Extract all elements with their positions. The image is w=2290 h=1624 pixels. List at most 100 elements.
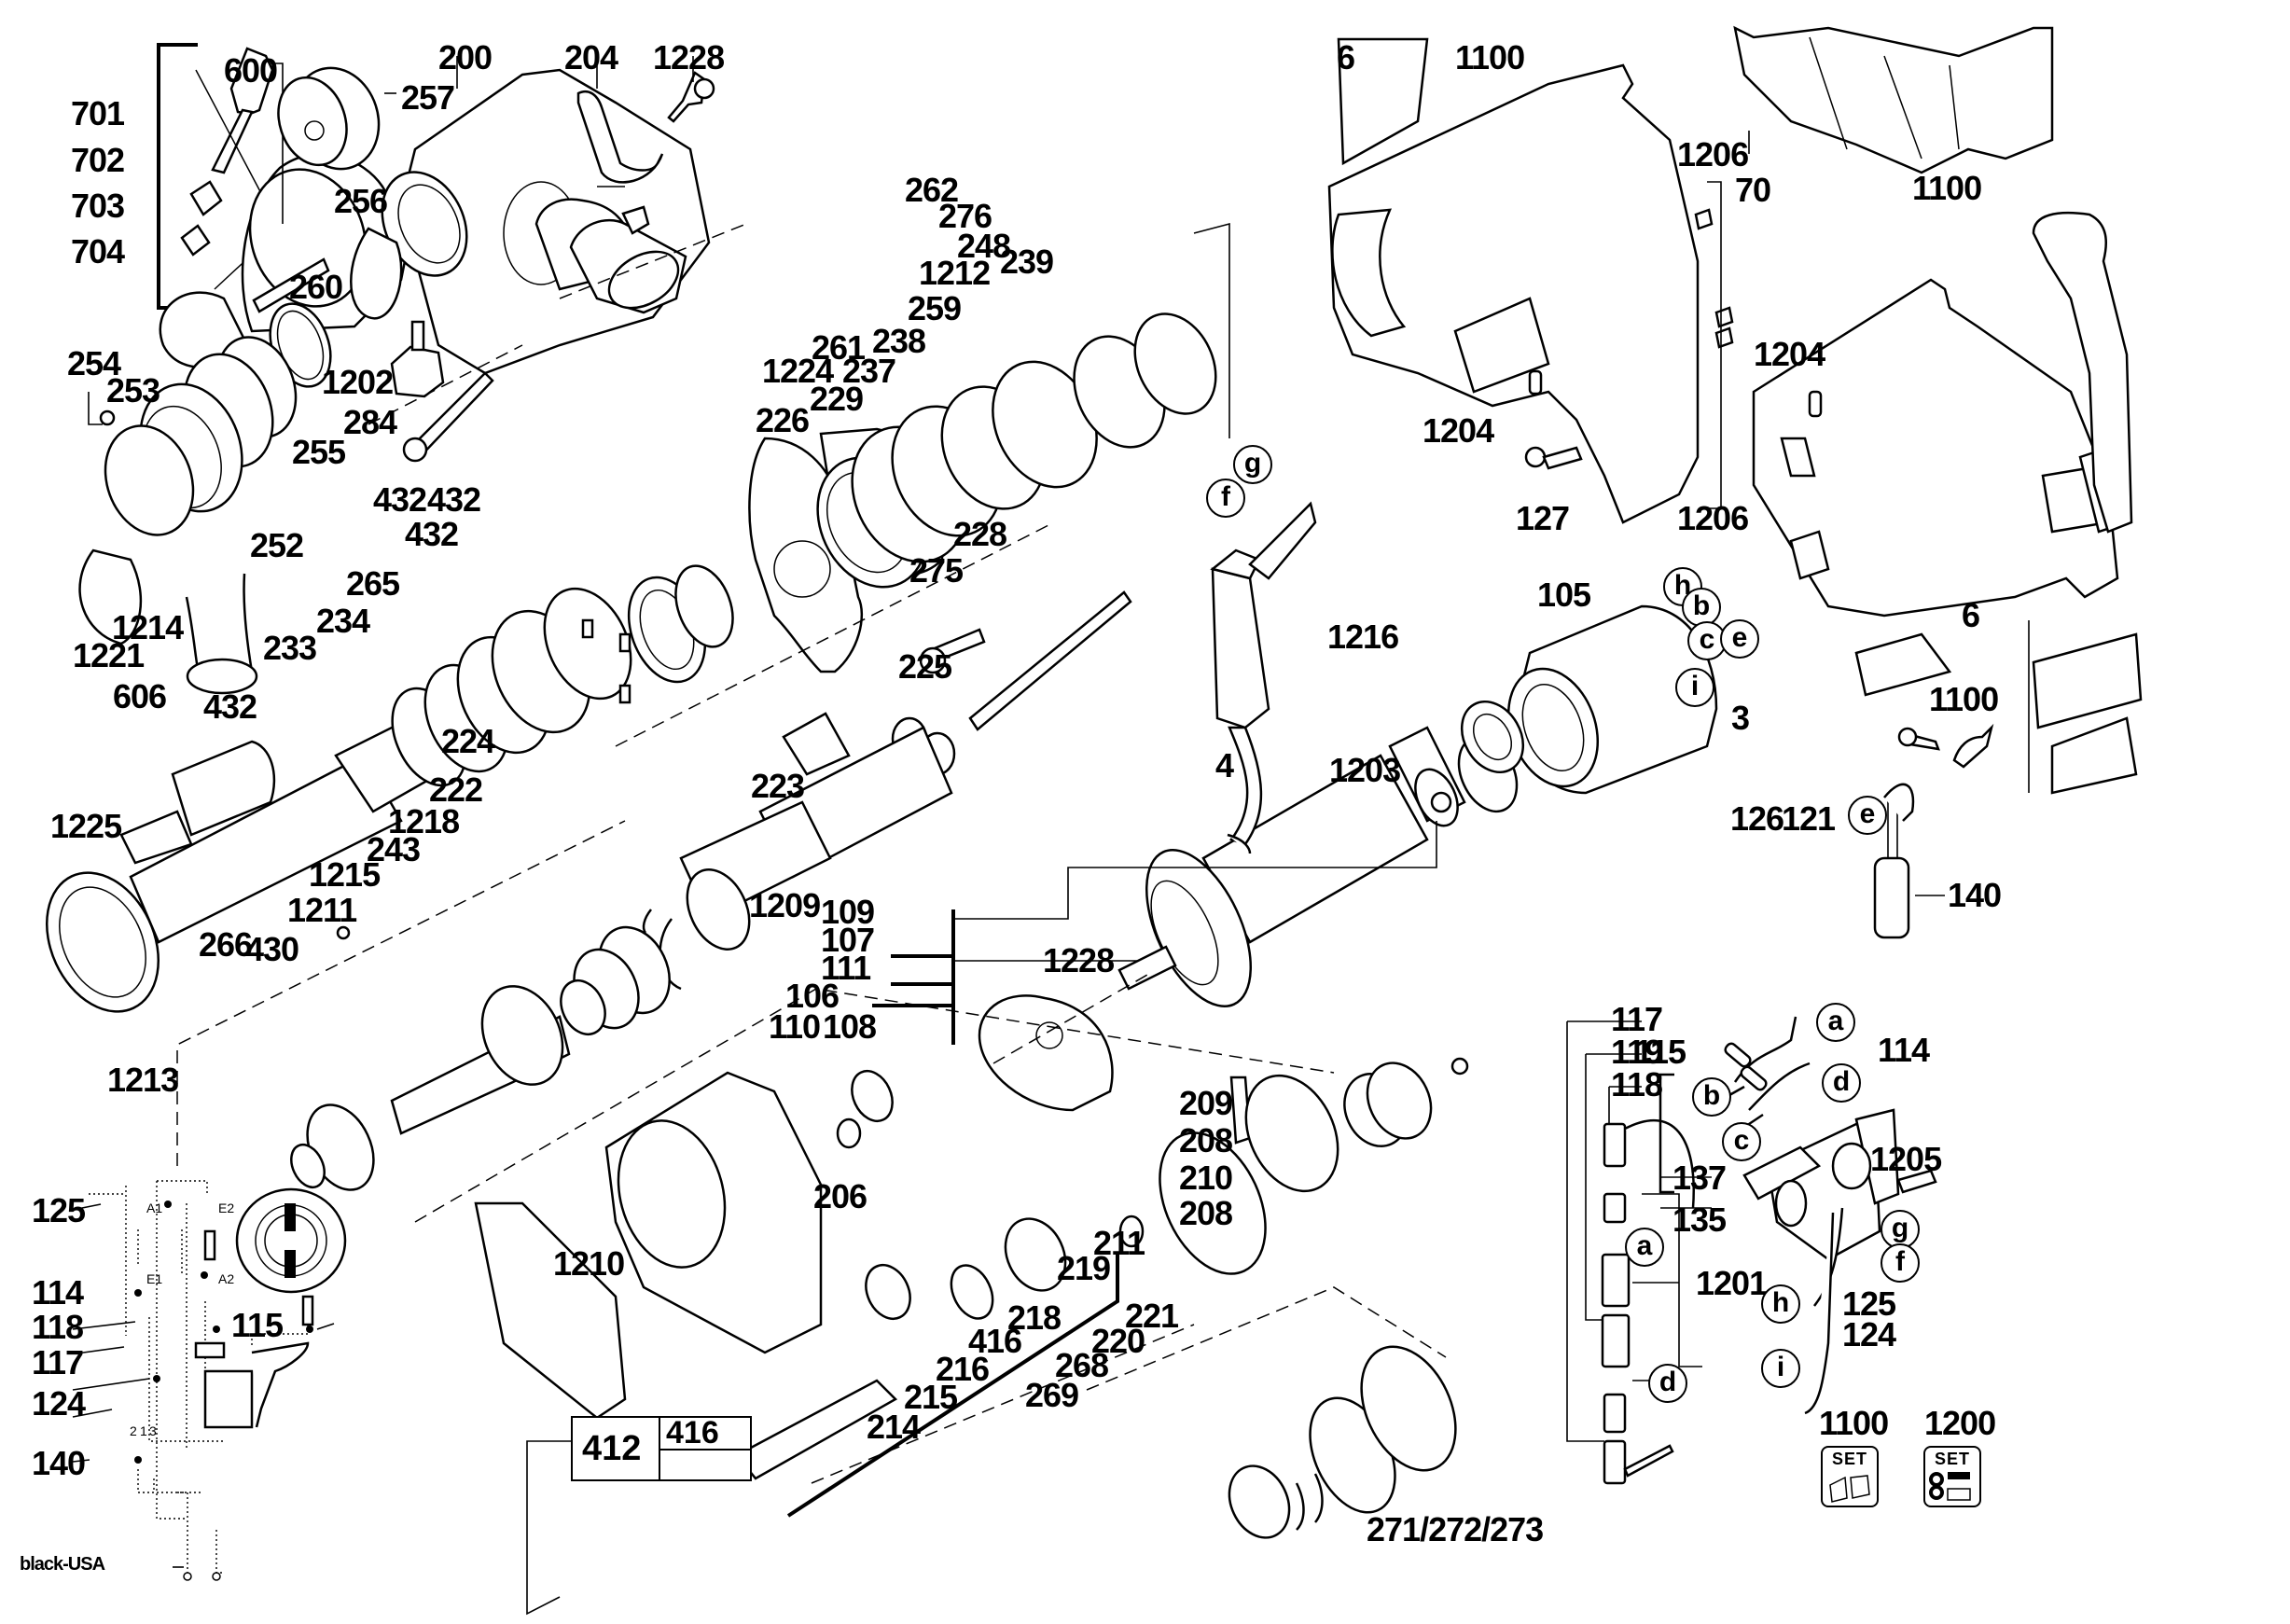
part-label-416: 416	[968, 1322, 1022, 1360]
part-label-704: 704	[71, 232, 125, 271]
wire-marker-i-coil: i	[1675, 668, 1714, 707]
wiring-label-114: 114	[32, 1273, 84, 1312]
mode-selector-knob	[534, 186, 687, 314]
part-label-140-capacitor: 140	[1948, 876, 2002, 914]
trigger-switch-assembly	[1659, 1016, 1937, 1415]
motor-housing-half	[1327, 37, 1734, 524]
part-label-268: 268	[1055, 1346, 1109, 1384]
part-label-229: 229	[810, 380, 864, 418]
part-label-137: 137	[1672, 1159, 1727, 1197]
part-label-108: 108	[823, 1007, 877, 1046]
part-label-210: 210	[1179, 1159, 1233, 1197]
black-usa-note: black-USA	[20, 1554, 105, 1575]
part-label-1218: 1218	[388, 802, 460, 840]
chuck-knob	[277, 66, 396, 171]
part-label-216: 216	[936, 1350, 990, 1388]
part-label-233: 233	[263, 629, 317, 667]
part-label-206: 206	[813, 1177, 867, 1215]
retaining-ring-256	[350, 227, 403, 320]
part-label-127: 127	[1516, 499, 1570, 537]
striker-assembly	[176, 820, 682, 1191]
part-label-223: 223	[751, 767, 805, 805]
part-label-1201: 1201	[1696, 1264, 1768, 1302]
part-label-208-a: 208	[1179, 1121, 1233, 1159]
pin-228	[968, 590, 1132, 731]
part-label-265: 265	[346, 564, 400, 603]
wire-marker-d-brush: d	[1648, 1364, 1687, 1403]
part-label-269: 269	[1025, 1376, 1079, 1414]
set-label-1100: 1100	[1819, 1404, 1889, 1442]
part-label-1210: 1210	[553, 1244, 625, 1283]
wire-marker-e-coil: e	[1720, 619, 1759, 659]
field-coil	[1506, 604, 1718, 795]
part-label-126: 126	[1730, 799, 1784, 838]
part-label-6-right: 6	[1962, 596, 1980, 634]
part-label-124-switch: 124	[1842, 1315, 1896, 1353]
intermediate-shaft	[735, 1057, 1469, 1539]
part-label-237: 237	[842, 352, 896, 390]
part-label-1205: 1205	[1870, 1140, 1942, 1178]
part-label-702: 702	[71, 141, 125, 179]
terminal-e1: E1	[146, 1271, 163, 1286]
part-label-1206-top: 1206	[1677, 135, 1749, 174]
housing-set-icon: SET	[1821, 1446, 1879, 1507]
wire-marker-g-cord: g	[1233, 445, 1272, 484]
wiring-label-124: 124	[32, 1384, 86, 1423]
part-label-262: 262	[905, 171, 959, 209]
part-label-234: 234	[316, 602, 370, 640]
part-label-105: 105	[1537, 576, 1591, 614]
wire-marker-f-cord: f	[1206, 479, 1245, 518]
part-label-257: 257	[401, 78, 455, 117]
part-label-256: 256	[334, 182, 388, 220]
part-label-106: 106	[785, 977, 840, 1015]
terminal-1: 1	[140, 1423, 147, 1438]
part-label-1214: 1214	[112, 608, 184, 646]
wire-marker-e-capacitor: e	[1848, 796, 1887, 835]
part-label-432-a: 432	[373, 480, 427, 519]
part-label-1211: 1211	[287, 891, 357, 929]
part-label-432-b: 432	[427, 480, 481, 519]
armature-assembly	[872, 726, 1519, 1045]
screw-set-icon: SET	[1923, 1446, 1981, 1507]
wiring-label-140: 140	[32, 1444, 86, 1482]
part-label-228: 228	[953, 515, 1007, 553]
wiring-label-118: 118	[32, 1308, 84, 1346]
part-label-1221: 1221	[73, 636, 145, 674]
part-label-430: 430	[245, 930, 299, 968]
part-label-260: 260	[289, 268, 343, 306]
part-label-606: 606	[113, 677, 167, 715]
part-label-255: 255	[292, 433, 346, 471]
part-label-118: 118	[1611, 1065, 1663, 1103]
part-label-119: 119	[1611, 1033, 1663, 1071]
part-label-1212: 1212	[919, 254, 991, 292]
part-label-135: 135	[1672, 1201, 1727, 1239]
part-label-1224: 1224	[762, 352, 834, 390]
part-label-3: 3	[1731, 699, 1750, 737]
alignment-line	[992, 974, 1148, 1064]
part-label-125-switch: 125	[1842, 1284, 1896, 1323]
impact-mechanism	[615, 521, 1055, 951]
part-label-238: 238	[872, 322, 926, 360]
part-label-214: 214	[867, 1408, 921, 1446]
part-label-222: 222	[429, 770, 483, 809]
kit-leader	[526, 1440, 571, 1616]
part-label-225: 225	[898, 647, 952, 686]
part-label-1213: 1213	[107, 1061, 179, 1099]
tool-holder-sleeves	[78, 336, 298, 695]
wire-marker-g-switch: g	[1881, 1210, 1920, 1249]
housing-halves-glyph	[1829, 1475, 1870, 1503]
part-label-1216: 1216	[1327, 618, 1399, 656]
wire-marker-a-switch: a	[1816, 1003, 1855, 1042]
part-label-248: 248	[957, 227, 1011, 265]
wiring-label-125: 125	[32, 1191, 86, 1229]
screws-glyph	[1929, 1472, 1971, 1501]
part-label-111: 111	[821, 949, 871, 987]
terminal-e2: E2	[218, 1201, 235, 1215]
carry-case	[1733, 25, 2054, 174]
part-label-1228-mid: 1228	[1043, 941, 1115, 979]
part-label-432-c: 432	[405, 515, 459, 553]
part-label-70: 70	[1735, 171, 1771, 209]
part-label-1209: 1209	[749, 886, 821, 924]
